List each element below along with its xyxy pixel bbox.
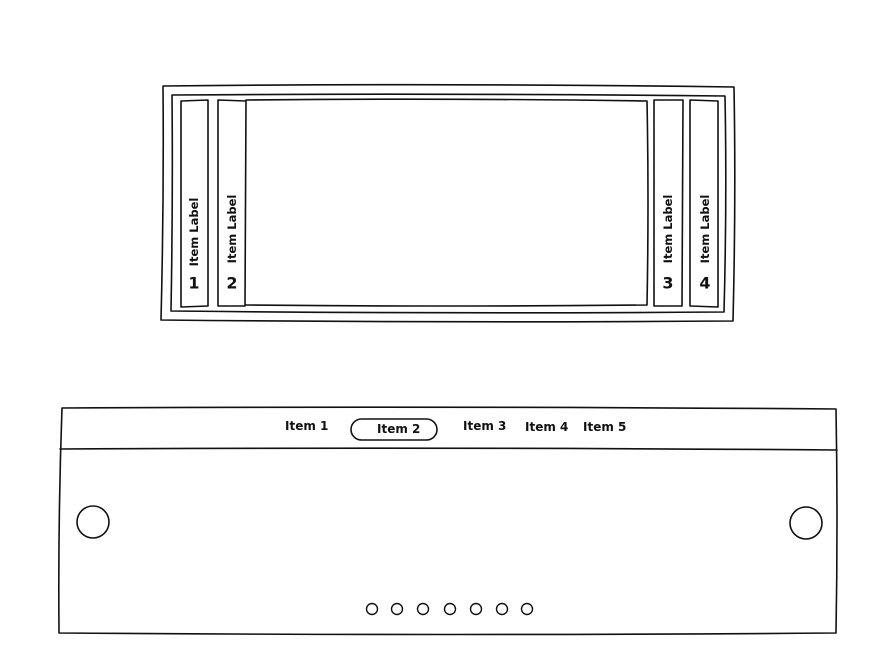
carousel-page-dot	[390, 602, 404, 616]
accordion-item-1-label[interactable]: Item Label	[187, 197, 201, 267]
accordion-item-3-label[interactable]: Item Label	[661, 194, 675, 264]
accordion-panel-1	[180, 99, 209, 308]
accordion-item-4-number: 4	[699, 273, 711, 293]
accordion-item-4-label[interactable]: Item Label	[698, 194, 712, 264]
tab-selected-pill	[350, 418, 438, 441]
accordion-item-2-number: 2	[226, 273, 238, 293]
carousel-prev-button-circle	[76, 505, 110, 539]
carousel-next-button[interactable]	[790, 507, 822, 539]
carousel-tabbar-divider	[59, 447, 838, 451]
accordion-panel-3	[653, 99, 684, 307]
carousel-page-dot	[416, 602, 430, 616]
carousel-next-button-circle	[789, 506, 823, 540]
accordion-frame-inner	[170, 93, 727, 314]
tab-item-5[interactable]: Item 5	[583, 420, 627, 434]
tab-item-3[interactable]: Item 3	[463, 419, 507, 433]
accordion-panel-2	[217, 99, 247, 307]
carousel-page-dot	[495, 602, 509, 616]
tab-item-4[interactable]: Item 4	[525, 420, 569, 434]
tab-item-1[interactable]: Item 1	[285, 419, 329, 433]
accordion-item-1-number: 1	[188, 273, 200, 293]
carousel-page-dot	[520, 602, 534, 616]
carousel-prev-button[interactable]	[77, 506, 109, 538]
accordion-item-2-label[interactable]: Item Label	[225, 194, 239, 264]
carousel-page-dot	[443, 602, 457, 616]
accordion-content-area	[245, 98, 649, 307]
accordion-item-3-number: 3	[662, 273, 674, 293]
carousel-page-dot	[365, 602, 379, 616]
carousel-frame	[58, 406, 838, 636]
accordion-frame-outer	[160, 83, 736, 323]
tab-item-2[interactable]: Item 2	[377, 422, 421, 436]
carousel-page-dot	[469, 602, 483, 616]
accordion-panel-4	[689, 99, 719, 308]
